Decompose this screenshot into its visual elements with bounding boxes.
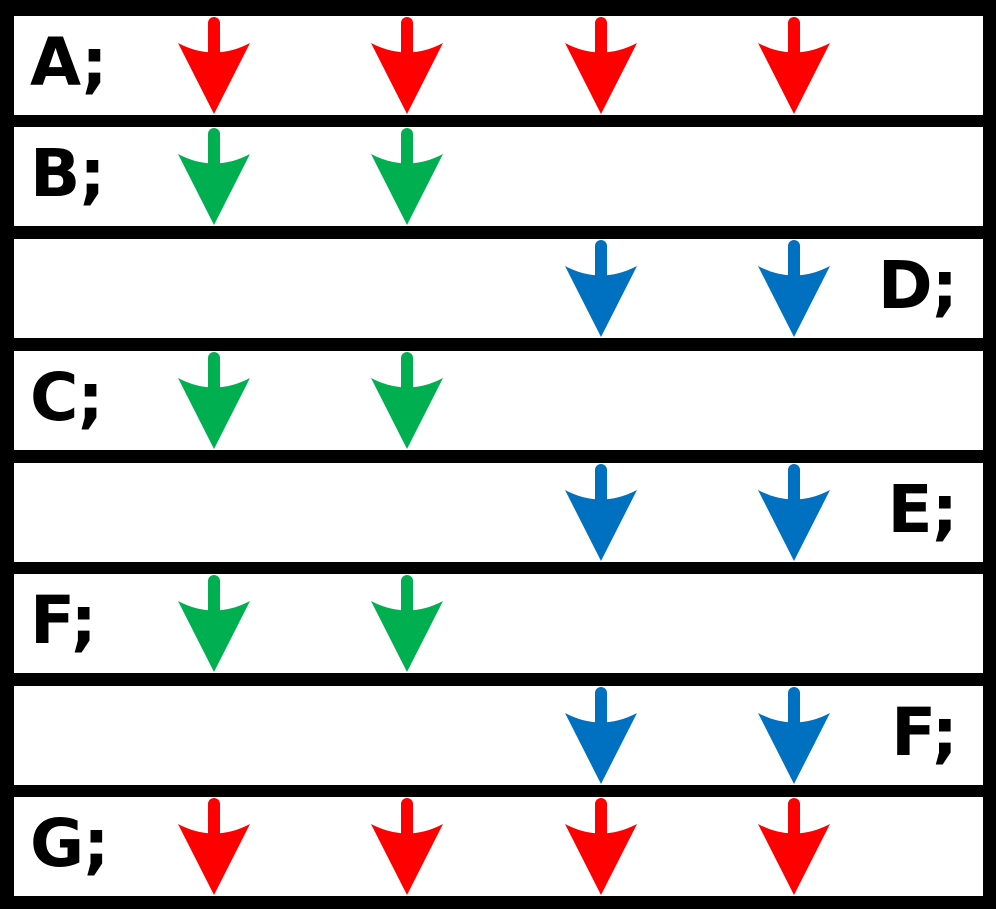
row-label: A; [30,24,108,101]
row-e: E; [14,463,983,562]
down-arrow-icon [758,798,830,895]
down-arrow-icon [178,575,250,672]
down-arrow-icon [758,240,830,337]
row-d: D; [14,239,983,338]
row-a: A; [14,16,983,115]
row-f-right: F; [14,686,983,785]
down-arrow-icon [371,352,443,449]
down-arrow-icon [178,798,250,895]
row-b: B; [14,127,983,226]
row-label: F; [891,694,958,771]
down-arrow-icon [565,17,637,114]
down-arrow-icon [565,687,637,784]
down-arrow-icon [178,352,250,449]
down-arrow-icon [758,17,830,114]
down-arrow-icon [758,687,830,784]
down-arrow-icon [371,798,443,895]
row-label: C; [30,359,104,436]
row-c: C; [14,351,983,450]
down-arrow-icon [178,128,250,225]
row-label: D; [877,247,958,324]
down-arrow-icon [371,575,443,672]
row-label: F; [30,582,97,659]
down-arrow-icon [565,798,637,895]
down-arrow-icon [371,128,443,225]
row-f-left: F; [14,574,983,673]
down-arrow-icon [178,17,250,114]
down-arrow-icon [565,240,637,337]
row-g: G; [14,797,983,896]
down-arrow-icon [758,464,830,561]
down-arrow-icon [371,17,443,114]
row-label: B; [30,135,106,212]
down-arrow-icon [565,464,637,561]
row-label: E; [887,471,958,548]
row-label: G; [30,805,110,882]
